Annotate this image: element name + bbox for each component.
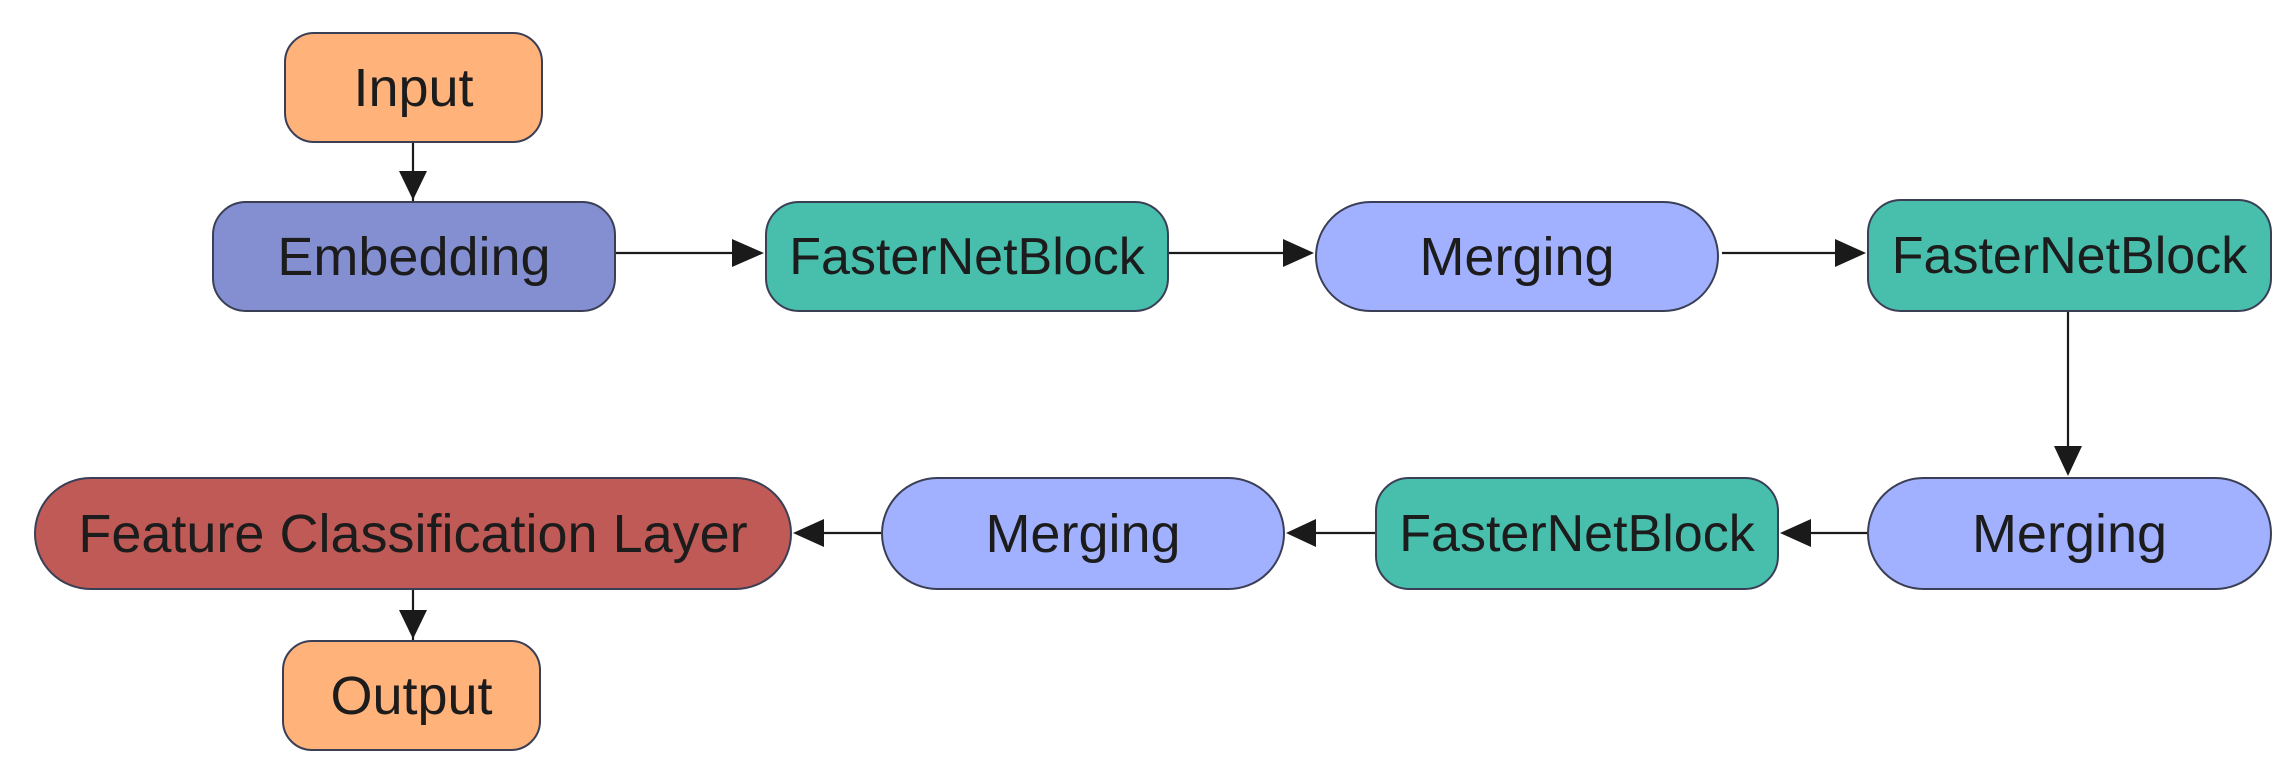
fasternetblock-node-1-label: FasterNetBlock bbox=[789, 227, 1145, 286]
arrowhead-merging-1-to-fasternetblock-2 bbox=[1835, 239, 1866, 267]
arrowhead-fasternetblock-2-to-merging-2 bbox=[2054, 446, 2082, 476]
fasternetblock-node-1: FasterNetBlock bbox=[765, 201, 1169, 312]
merging-node-3-label: Merging bbox=[985, 503, 1181, 564]
feature-classification-layer-node: Feature Classification Layer bbox=[34, 477, 792, 590]
output-node: Output bbox=[282, 640, 541, 751]
embedding-node-label: Embedding bbox=[277, 226, 551, 287]
embedding-node: Embedding bbox=[212, 201, 616, 312]
fasternetblock-node-3-label: FasterNetBlock bbox=[1399, 504, 1755, 563]
fasternetblock-node-2: FasterNetBlock bbox=[1867, 199, 2272, 312]
merging-node-3: Merging bbox=[881, 477, 1285, 590]
arrowhead-merging-2-to-fasternetblock-3 bbox=[1780, 519, 1811, 547]
merging-node-1: Merging bbox=[1315, 201, 1719, 312]
arrowhead-input-to-embedding bbox=[399, 171, 427, 200]
arrowhead-fasternetblock-1-to-merging-1 bbox=[1283, 239, 1314, 267]
fasternetblock-node-3: FasterNetBlock bbox=[1375, 477, 1779, 590]
merging-node-1-label: Merging bbox=[1419, 226, 1615, 287]
output-node-label: Output bbox=[330, 665, 493, 726]
input-node-label: Input bbox=[353, 57, 474, 118]
arrowhead-classification-to-output bbox=[399, 610, 427, 639]
arrowhead-fasternetblock-3-to-merging-3 bbox=[1286, 519, 1316, 547]
arrowhead-embedding-to-fasternetblock-1 bbox=[732, 239, 764, 267]
merging-node-2: Merging bbox=[1867, 477, 2272, 590]
fasternetblock-node-2-label: FasterNetBlock bbox=[1891, 226, 2248, 285]
input-node: Input bbox=[284, 32, 543, 143]
merging-node-2-label: Merging bbox=[1971, 503, 2168, 564]
arrowhead-merging-3-to-classification bbox=[793, 519, 824, 547]
feature-classification-layer-label: Feature Classification Layer bbox=[78, 503, 748, 564]
